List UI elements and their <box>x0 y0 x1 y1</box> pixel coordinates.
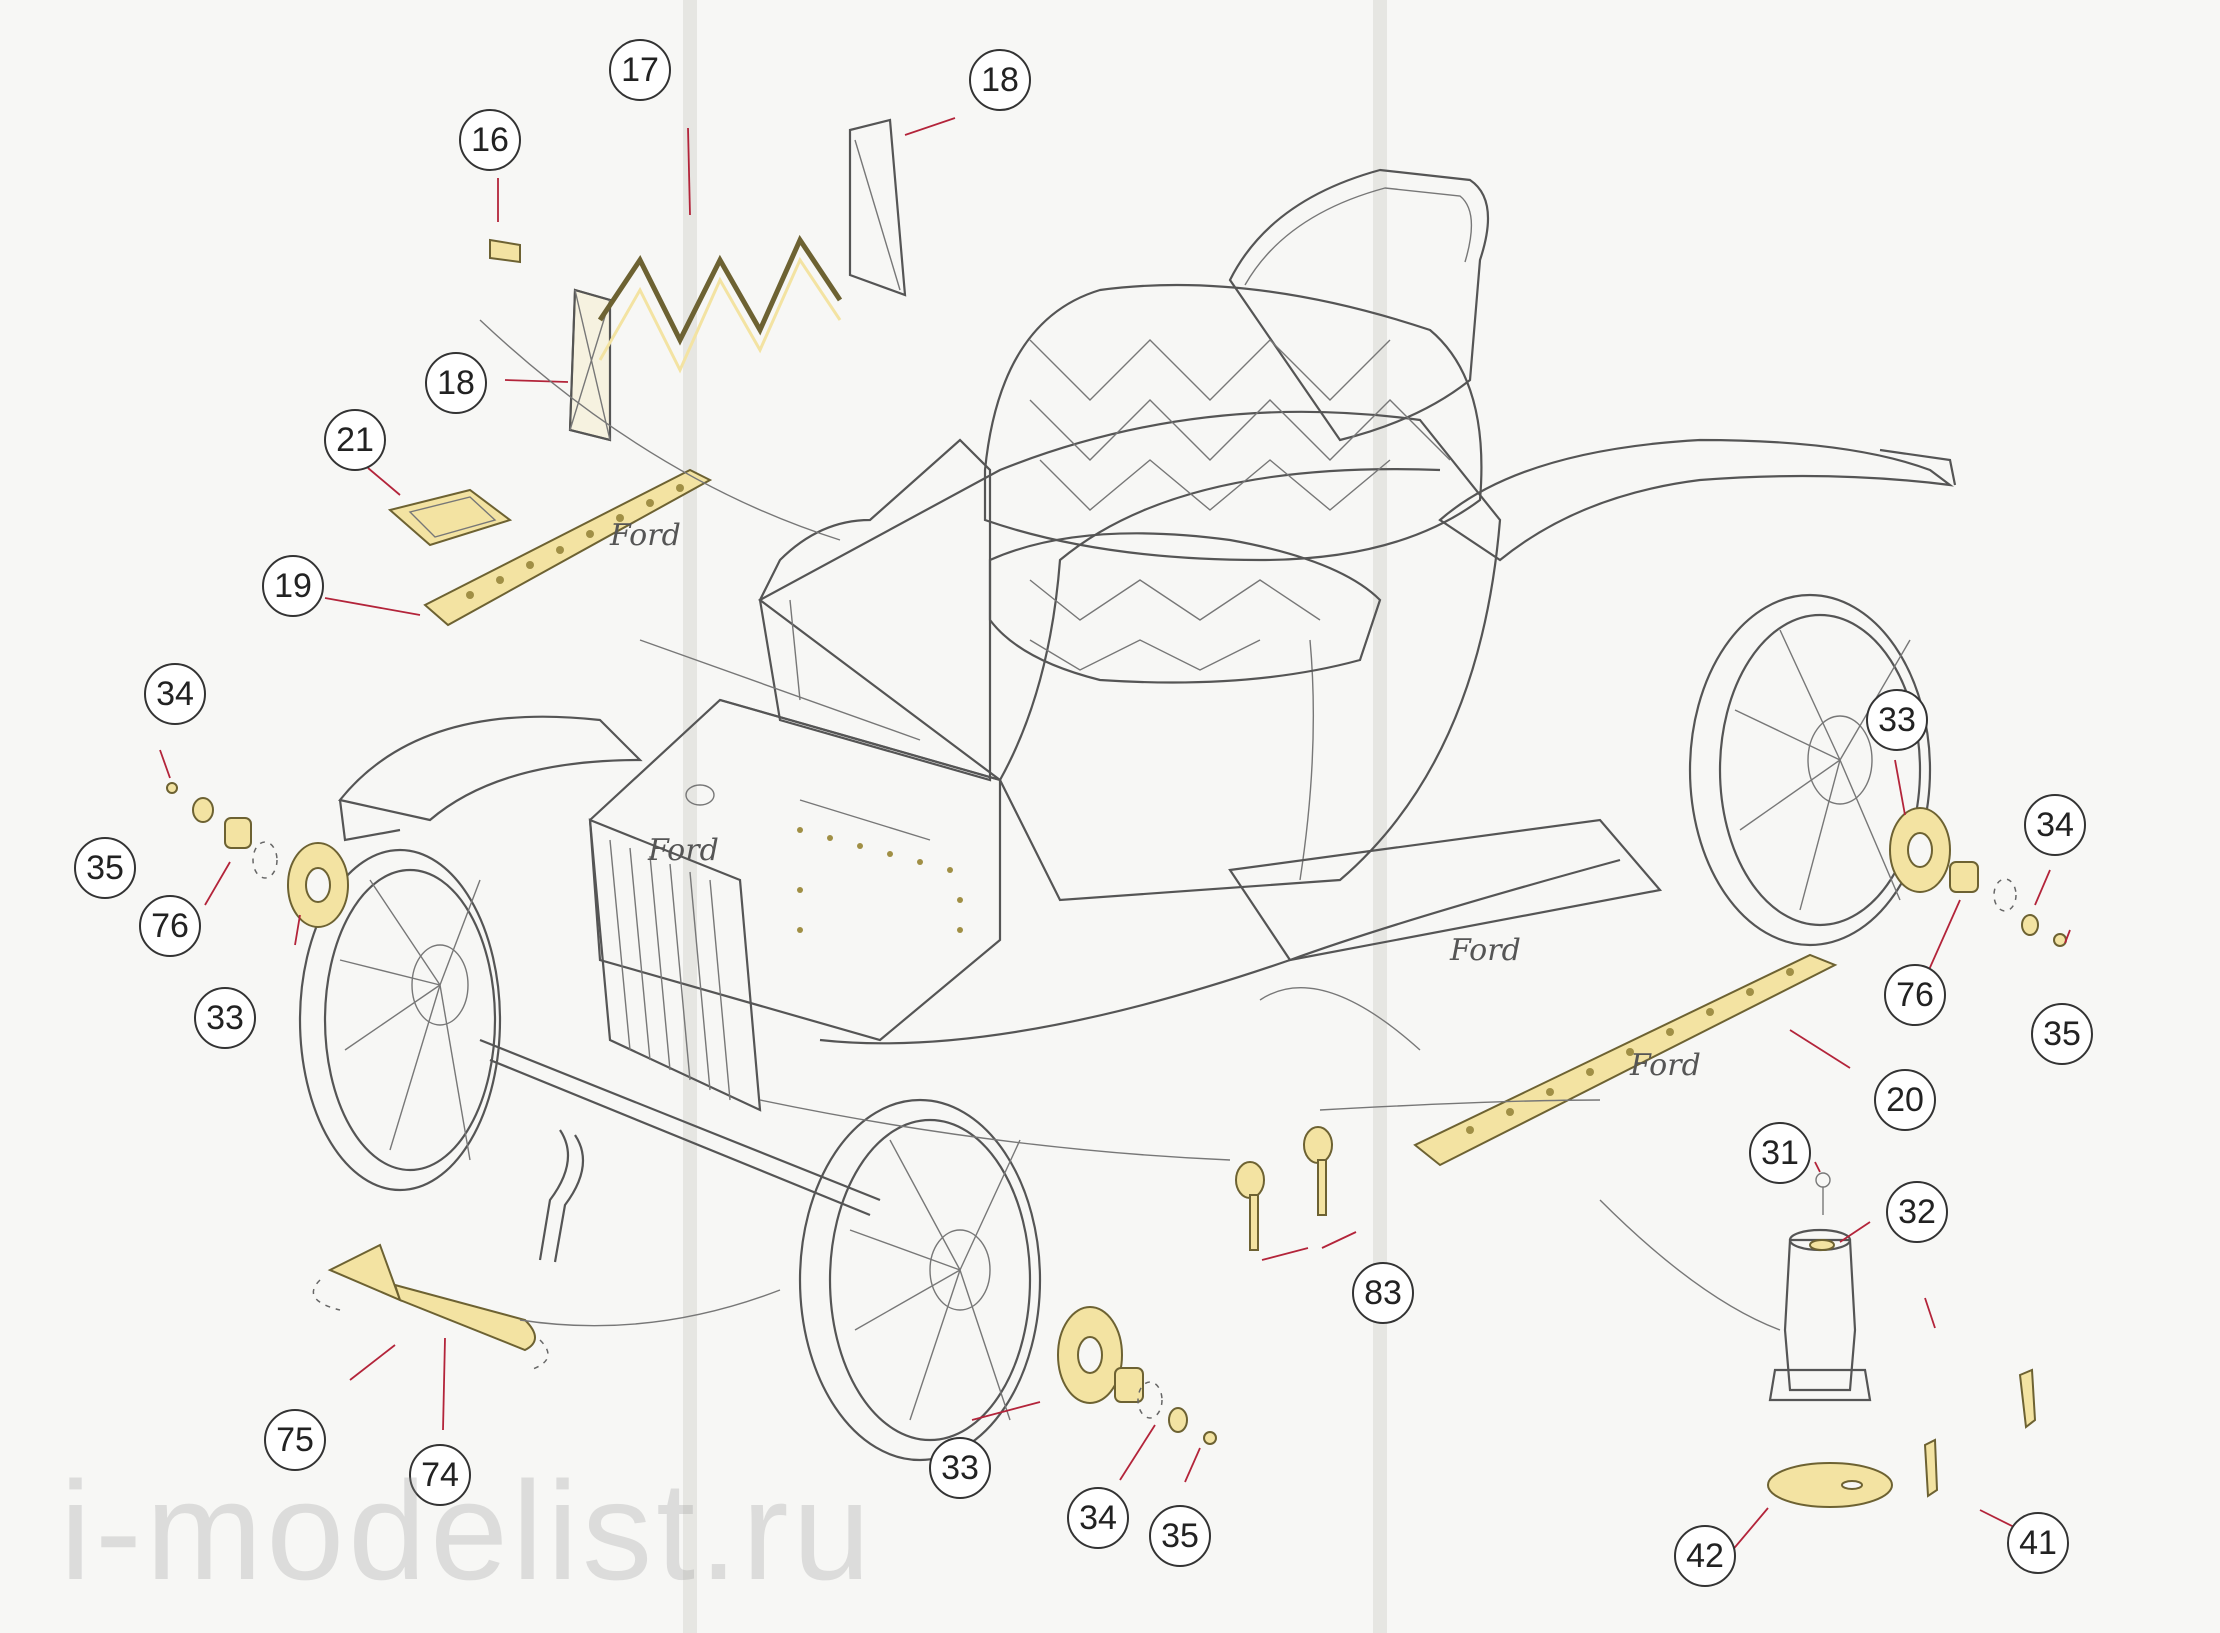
callout-16: 16 <box>459 109 521 171</box>
svg-text:34: 34 <box>2036 806 2074 844</box>
callout-33-left: 33 <box>194 987 256 1049</box>
callout-83: 83 <box>1352 1262 1414 1324</box>
svg-text:83: 83 <box>1364 1274 1402 1312</box>
lamp-assembly <box>1767 1172 2037 1508</box>
callout-19: 19 <box>262 555 324 617</box>
hub-parts-right <box>1889 807 2067 947</box>
callout-21: 21 <box>324 409 386 471</box>
svg-text:35: 35 <box>86 849 124 887</box>
callout-35-right: 35 <box>2031 1003 2093 1065</box>
radiator-logo: Ford <box>647 833 719 868</box>
svg-text:34: 34 <box>1079 1499 1117 1537</box>
svg-text:21: 21 <box>336 421 374 459</box>
callout-75: 75 <box>264 1409 326 1471</box>
callout-35-front: 35 <box>1149 1505 1211 1567</box>
callout-42: 42 <box>1674 1525 1736 1587</box>
svg-text:74: 74 <box>421 1456 459 1494</box>
callout-34-left: 34 <box>144 663 206 725</box>
svg-text:17: 17 <box>621 51 659 89</box>
callouts: 16 17 18 18 21 19 34 35 76 33 33 34 76 3… <box>74 39 2093 1587</box>
callout-18-left: 18 <box>425 352 487 414</box>
hub-parts-left <box>166 782 349 928</box>
callout-31: 31 <box>1749 1122 1811 1184</box>
running-board-19: Ford <box>423 468 713 627</box>
callout-34-front: 34 <box>1067 1487 1129 1549</box>
callout-34-right: 34 <box>2024 794 2086 856</box>
watermark: i-modelist.ru <box>60 1452 875 1609</box>
lever-74-75 <box>312 1243 549 1371</box>
floor-plate-21 <box>387 488 513 547</box>
svg-text:18: 18 <box>437 364 475 402</box>
svg-text:41: 41 <box>2019 1524 2057 1562</box>
svg-text:76: 76 <box>151 907 189 945</box>
windshield-frame-left <box>568 288 612 442</box>
svg-text:75: 75 <box>276 1421 314 1459</box>
callout-33-front: 33 <box>929 1437 991 1499</box>
svg-text:42: 42 <box>1686 1537 1724 1575</box>
svg-text:35: 35 <box>2043 1015 2081 1053</box>
callout-76-right: 76 <box>1884 964 1946 1026</box>
scissor-frame <box>597 234 843 374</box>
svg-text:19: 19 <box>274 567 312 605</box>
svg-text:31: 31 <box>1761 1134 1799 1172</box>
callout-32: 32 <box>1886 1181 1948 1243</box>
front-right-wheel <box>798 1098 1042 1462</box>
running-board-20: Ford <box>1413 953 1838 1167</box>
callout-17: 17 <box>609 39 671 101</box>
callout-33-right: 33 <box>1866 689 1928 751</box>
hooks-83 <box>1235 1126 1333 1251</box>
step-logo: Ford <box>1449 933 1521 968</box>
svg-text:33: 33 <box>1878 701 1916 739</box>
callout-41: 41 <box>2007 1512 2069 1574</box>
hinge-part-16 <box>489 238 521 264</box>
svg-text:33: 33 <box>941 1449 979 1487</box>
windshield-frame-right <box>848 118 907 297</box>
svg-text:33: 33 <box>206 999 244 1037</box>
callout-20: 20 <box>1874 1069 1936 1131</box>
svg-text:34: 34 <box>156 675 194 713</box>
svg-text:32: 32 <box>1898 1193 1936 1231</box>
callout-74: 74 <box>409 1444 471 1506</box>
guide-lines <box>479 319 1781 1331</box>
car-body: Ford Ford <box>338 168 1957 1263</box>
board-logo: Ford <box>609 518 681 553</box>
callout-76-left: 76 <box>139 895 201 957</box>
svg-text:35: 35 <box>1161 1517 1199 1555</box>
board-logo-right: Ford <box>1629 1048 1701 1083</box>
svg-text:16: 16 <box>471 121 509 159</box>
callout-35-left: 35 <box>74 837 136 899</box>
svg-text:76: 76 <box>1896 976 1934 1014</box>
rear-right-wheel <box>1688 593 1932 947</box>
callout-18-top: 18 <box>969 49 1031 111</box>
svg-text:20: 20 <box>1886 1081 1924 1119</box>
hub-parts-front <box>1057 1306 1217 1445</box>
svg-text:18: 18 <box>981 61 1019 99</box>
front-left-wheel <box>298 848 502 1192</box>
